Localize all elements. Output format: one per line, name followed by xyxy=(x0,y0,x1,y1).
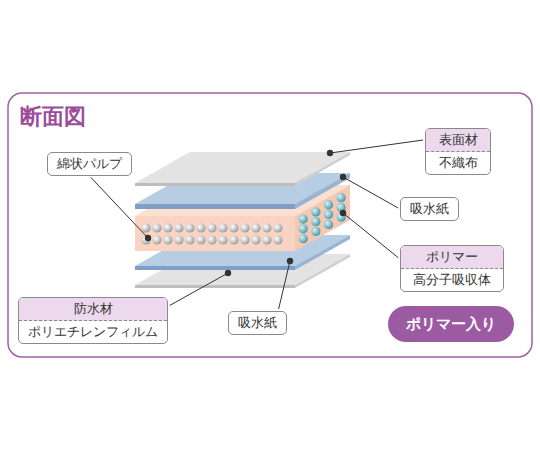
box-heading: 表面材 xyxy=(426,129,490,152)
box-label: 吸水紙 xyxy=(229,312,286,334)
box-label: ポリマー入り xyxy=(388,306,514,342)
surface-sheet-side xyxy=(295,152,350,186)
pulp-ball xyxy=(196,223,205,232)
pulp-ball xyxy=(152,223,161,232)
leader-dot xyxy=(225,270,231,276)
polymer-ball xyxy=(324,210,333,219)
pulp-ball xyxy=(207,235,216,244)
badge-pill: ポリマー入り xyxy=(388,306,514,342)
polymer-ball xyxy=(311,227,320,236)
leader-line xyxy=(343,213,398,258)
pulp-ball xyxy=(251,223,260,232)
pulp-ball xyxy=(218,223,227,232)
layer-stack xyxy=(135,152,350,288)
leader-line xyxy=(91,177,148,238)
box-label: 不織布 xyxy=(426,152,490,174)
box-label: 高分子吸収体 xyxy=(401,269,503,291)
pulp-ball xyxy=(163,223,172,232)
box-label: 綿状パルプ xyxy=(48,153,131,175)
box-label: 吸水紙 xyxy=(401,198,458,220)
pulp-ball xyxy=(185,235,194,244)
callout-box: 表面材不織布 xyxy=(425,128,491,175)
pulp-ball xyxy=(229,223,238,232)
leader-line xyxy=(330,140,423,153)
pulp-ball xyxy=(196,235,205,244)
pulp-ball xyxy=(185,223,194,232)
leader-lines xyxy=(91,140,423,309)
pulp-ball xyxy=(262,235,271,244)
film-sheet-front xyxy=(135,285,295,288)
pulp-ball xyxy=(207,223,216,232)
pulp-ball xyxy=(163,235,172,244)
title: 断面図 xyxy=(20,102,86,132)
pulp-ball xyxy=(229,235,238,244)
polymer-ball xyxy=(299,234,308,243)
paper-sheet-front xyxy=(135,204,295,209)
frame xyxy=(8,93,532,357)
box-heading: 防水材 xyxy=(19,298,167,321)
pulp-ball xyxy=(174,223,183,232)
pulp-ball xyxy=(273,223,282,232)
pulp-ball xyxy=(152,235,161,244)
polymer-ball xyxy=(311,207,320,216)
polymer-ball xyxy=(337,193,346,202)
pulp-ball xyxy=(240,223,249,232)
paper-sheet-side xyxy=(295,235,350,270)
pulp-ball xyxy=(174,235,183,244)
polymer-ball xyxy=(324,220,333,229)
leader-dot xyxy=(340,174,346,180)
core-layer-front xyxy=(135,216,295,251)
pulp-ball xyxy=(141,223,150,232)
surface-sheet-front xyxy=(135,183,295,186)
callout-box: 吸水紙 xyxy=(228,311,287,335)
pulp-ball xyxy=(218,235,227,244)
polymer-ball xyxy=(299,224,308,233)
leader-dot xyxy=(287,258,293,264)
pulp-ball xyxy=(262,223,271,232)
pulp-ball xyxy=(273,235,282,244)
pulp-ball xyxy=(240,235,249,244)
polymer-ball xyxy=(324,200,333,209)
pulp-ball xyxy=(141,235,150,244)
callout-box: 吸水紙 xyxy=(400,197,459,221)
box-label: ポリエチレンフィルム xyxy=(19,321,167,343)
callout-box: ポリマー高分子吸収体 xyxy=(400,245,504,292)
leader-line xyxy=(279,261,290,309)
leader-line xyxy=(170,273,228,305)
leader-line xyxy=(343,177,398,208)
leader-dot xyxy=(145,235,151,241)
polymer-ball xyxy=(311,217,320,226)
leader-dot xyxy=(327,150,333,156)
pulp-ball xyxy=(251,235,260,244)
callout-box: 防水材ポリエチレンフィルム xyxy=(18,297,168,344)
paper-sheet-front xyxy=(135,266,295,270)
paper-sheet xyxy=(135,235,350,270)
callout-box: 綿状パルプ xyxy=(47,152,132,176)
box-heading: ポリマー xyxy=(401,246,503,269)
surface-sheet-top xyxy=(135,152,350,183)
polymer-ball xyxy=(299,214,308,223)
surface-sheet xyxy=(135,152,350,186)
leader-dot xyxy=(340,210,346,216)
